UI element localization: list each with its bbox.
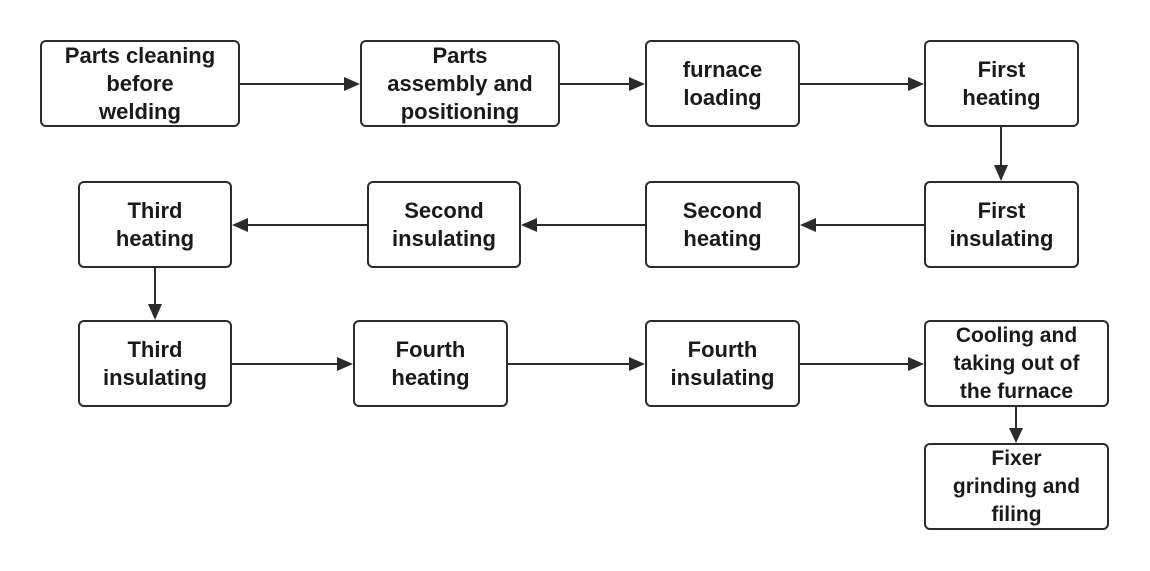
node-second-heating: Second heating bbox=[645, 181, 800, 268]
arrow-n7-n8 bbox=[232, 218, 367, 232]
arrow-n8-n9 bbox=[148, 268, 162, 320]
node-parts-assembly-label: Parts assembly and positioning bbox=[387, 42, 533, 124]
arrow-n3-n4 bbox=[800, 77, 924, 91]
node-fourth-heating: Fourth heating bbox=[353, 320, 508, 407]
node-parts-cleaning: Parts cleaning before welding bbox=[40, 40, 240, 127]
node-cooling-taking-out-label: Cooling and taking out of the furnace bbox=[953, 323, 1080, 403]
arrow-n5-n6 bbox=[800, 218, 924, 232]
arrow-n11-n12 bbox=[800, 357, 924, 371]
node-cooling-taking-out: Cooling and taking out of the furnace bbox=[924, 320, 1109, 407]
arrow-n10-n11 bbox=[508, 357, 645, 371]
node-fourth-insulating-label: Fourth insulating bbox=[670, 336, 775, 390]
node-furnace-loading-label: furnace loading bbox=[682, 56, 763, 110]
arrow-n1-n2 bbox=[240, 77, 360, 91]
node-second-insulating: Second insulating bbox=[367, 181, 521, 268]
node-fourth-heating-label: Fourth heating bbox=[391, 336, 470, 390]
arrow-n2-n3 bbox=[560, 77, 645, 91]
node-first-heating: First heating bbox=[924, 40, 1079, 127]
node-fixer-grinding: Fixer grinding and filing bbox=[924, 443, 1109, 530]
node-first-insulating-label: First insulating bbox=[949, 197, 1054, 251]
node-third-insulating: Third insulating bbox=[78, 320, 232, 407]
node-third-heating-label: Third heating bbox=[115, 197, 195, 251]
node-parts-cleaning-label: Parts cleaning before welding bbox=[64, 42, 216, 124]
node-fixer-grinding-label: Fixer grinding and filing bbox=[952, 446, 1081, 526]
node-second-heating-label: Second heating bbox=[682, 197, 763, 251]
node-parts-assembly: Parts assembly and positioning bbox=[360, 40, 560, 127]
arrow-n12-n13 bbox=[1009, 407, 1023, 443]
arrow-n4-n5 bbox=[994, 127, 1008, 181]
node-first-heating-label: First heating bbox=[962, 56, 1041, 110]
node-third-heating: Third heating bbox=[78, 181, 232, 268]
arrow-n6-n7 bbox=[521, 218, 645, 232]
node-second-insulating-label: Second insulating bbox=[392, 197, 496, 251]
node-furnace-loading: furnace loading bbox=[645, 40, 800, 127]
arrow-n9-n10 bbox=[232, 357, 353, 371]
node-third-insulating-label: Third insulating bbox=[103, 336, 207, 390]
node-fourth-insulating: Fourth insulating bbox=[645, 320, 800, 407]
node-first-insulating: First insulating bbox=[924, 181, 1079, 268]
